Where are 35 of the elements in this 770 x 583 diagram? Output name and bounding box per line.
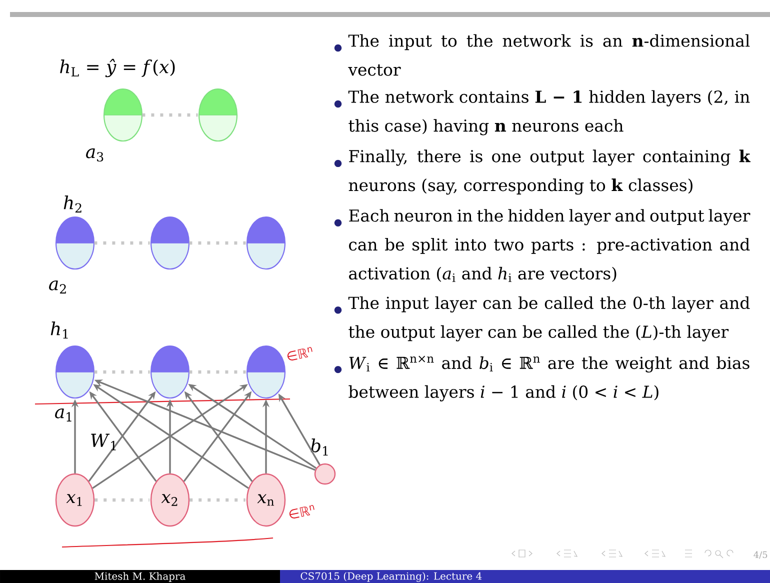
formula: h$_{L}$ = ŷ = f(x): [60, 58, 175, 78]
input-neuron: x$_{2}$: [150, 473, 190, 527]
bias-neuron: [314, 463, 336, 485]
handwritten-note: ∈ℝ$^{n}$: [289, 505, 314, 518]
dotted-line: [190, 498, 246, 502]
bullet-text: Each neuron in the hidden layer and output layer can be split into two parts : pre-activation and activation (a$_{i}$ and h$_{i}$ are vectors): [349, 209, 750, 282]
neuron: [55, 345, 95, 399]
layer-label: a$_{1}$: [55, 408, 72, 422]
layer-label: a$_{3}$: [86, 148, 104, 162]
input-neuron: x$_{1}$: [55, 473, 95, 527]
neuron: [103, 88, 143, 142]
neuron: [150, 345, 190, 399]
bullet-text: W$_{i}$ ∈ ℝ$^{n×n}$ and b$_{i}$ ∈ ℝ$^{n}$ are the weight and bias between layers i − 1 and i (0 < i < L): [348, 356, 750, 402]
dotted-line: [189, 370, 246, 374]
dotted-line: [189, 241, 246, 245]
dotted-line: [142, 113, 198, 117]
footer-bar: CS7015 (Deep Learning): Lecture 4: [280, 570, 770, 583]
weight-label: W$_{1}$: [91, 434, 116, 450]
neuron: [150, 216, 190, 270]
layer-label: b$_{1}$: [310, 438, 328, 456]
neuron: [55, 216, 95, 270]
page-number: 4/5: [754, 551, 768, 559]
neuron: [198, 88, 238, 142]
layer-label: h$_{1}$: [50, 322, 68, 338]
bullet-text: Finally, there is one output layer containing k neurons (say, corresponding to k classes): [348, 150, 750, 195]
input-neuron: x$_{n}$: [246, 473, 286, 527]
dotted-line: [94, 370, 150, 374]
layer-label: a$_{2}$: [49, 280, 66, 294]
dotted-line: [94, 498, 150, 502]
handwritten-note: ∈ℝ$^{n}$: [287, 347, 312, 360]
neuron: [246, 216, 286, 270]
footer-bar: Mitesh M. Khapra: [0, 570, 280, 583]
neuron: [246, 345, 286, 399]
layer-label: h$_{2}$: [64, 196, 82, 212]
dotted-line: [94, 241, 150, 245]
